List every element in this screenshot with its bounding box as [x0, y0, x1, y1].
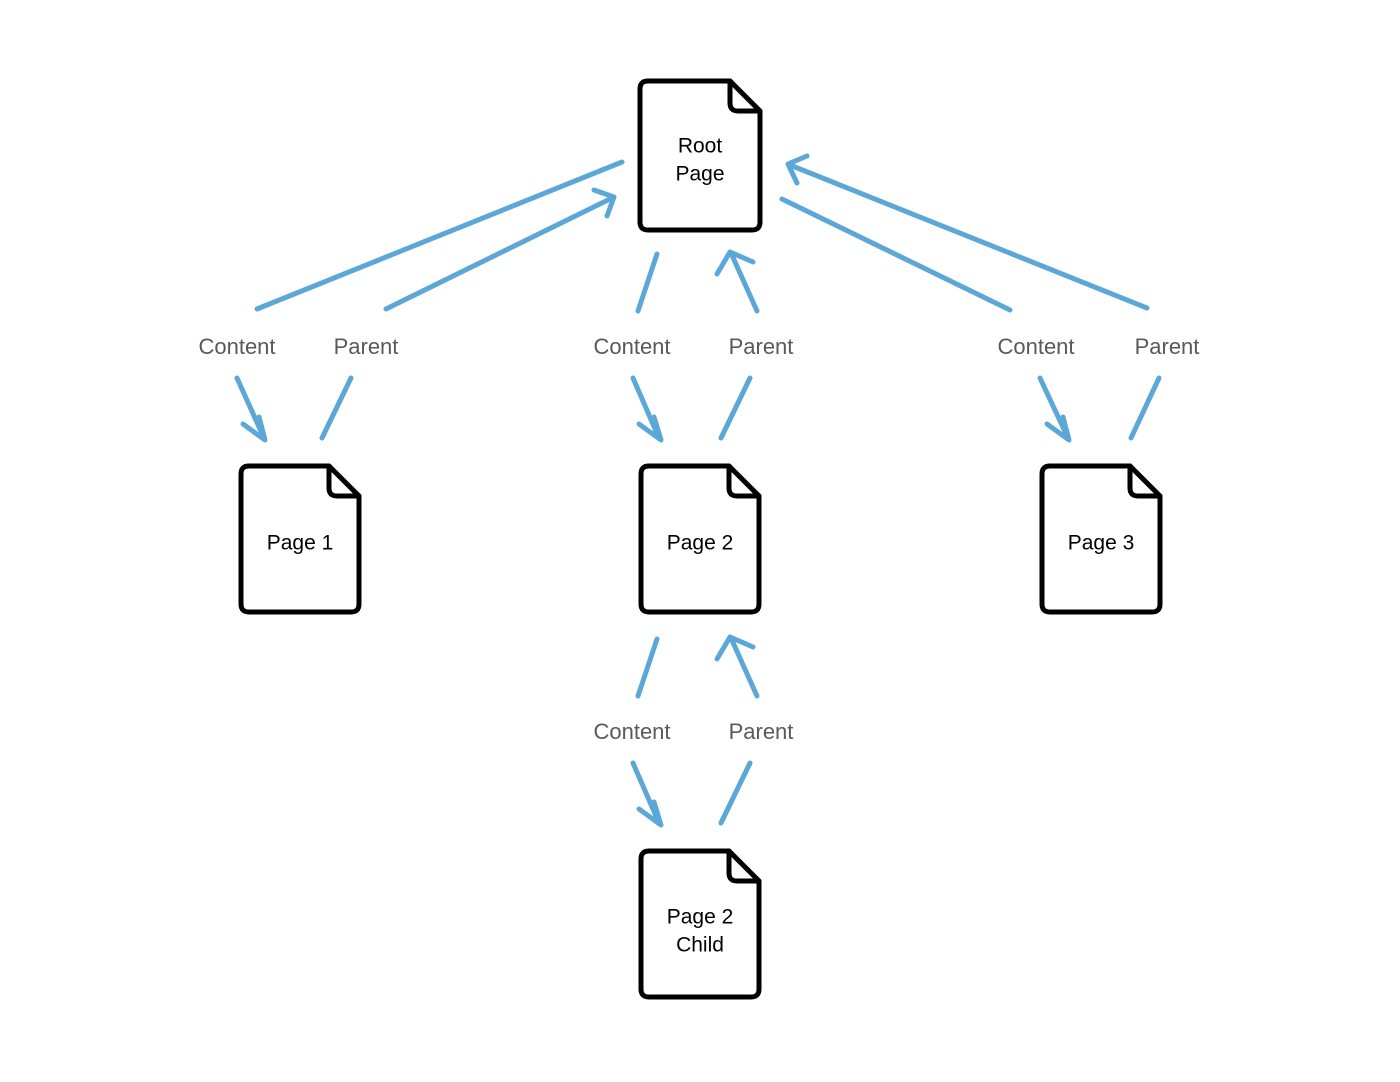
- node-label-page-2-child-line2: Child: [676, 934, 724, 957]
- node-label-page-2: Page 2: [667, 532, 734, 555]
- node-page-2-child[interactable]: Page 2 Child: [638, 848, 762, 1000]
- edge-line-page1-root-parent-lower: [319, 375, 354, 441]
- document-page-icon: [638, 848, 762, 1000]
- node-page-2[interactable]: Page 2: [638, 463, 762, 615]
- page-fold-icon: [326, 463, 362, 499]
- node-label-root-page-line1: Root: [678, 135, 723, 158]
- node-label-page-1: Page 1: [267, 532, 334, 555]
- edge-root-page2-content: [630, 251, 664, 443]
- edge-line-root-page3-content-upper: [779, 196, 1013, 313]
- edge-line-child-page2-parent-lower: [718, 760, 753, 826]
- page-fold-icon: [726, 848, 762, 884]
- document-page-icon: [638, 463, 762, 615]
- node-root-page[interactable]: Root Page: [637, 78, 763, 233]
- edge-label-root-page1-content: Content: [198, 334, 275, 359]
- edge-page1-root-parent: [319, 187, 617, 441]
- arrowhead-content-page3: [1044, 414, 1072, 443]
- edge-label-root-page3-content: Content: [997, 334, 1074, 359]
- node-label-root-page-line2: Page: [675, 163, 724, 186]
- edge-line-page3-root-parent-lower: [1128, 375, 1162, 441]
- edge-line-page2-child-content-lower: [630, 760, 662, 826]
- edge-label-page2-child-content: Content: [593, 719, 670, 744]
- edge-line-root-page2-content-upper: [635, 251, 660, 314]
- document-page-icon: [1039, 463, 1163, 615]
- page-fold-icon: [727, 78, 763, 114]
- edge-label-root-page2-content: Content: [593, 334, 670, 359]
- arrowhead-content-page1: [240, 414, 268, 443]
- edge-label-page2-root-parent: Parent: [729, 334, 794, 359]
- edge-page2-child-content: [630, 636, 664, 828]
- arrowhead-parent-root-from-page1: [591, 187, 617, 219]
- edge-line-page2-root-parent-lower: [718, 375, 753, 441]
- edge-label-page3-root-parent: Parent: [1135, 334, 1200, 359]
- edge-line-page3-root-parent-upper: [787, 162, 1150, 311]
- arrowhead-parent-root-from-page3: [785, 153, 810, 186]
- edge-line-root-page2-content-lower: [630, 375, 662, 441]
- document-page-icon: [637, 78, 763, 233]
- edge-line-child-page2-parent-upper: [728, 635, 760, 699]
- edge-child-page2-parent: [714, 634, 760, 826]
- page-fold-icon: [726, 463, 762, 499]
- node-page-1[interactable]: Page 1: [238, 463, 362, 615]
- node-label-page-2-child-line1: Page 2: [667, 906, 734, 929]
- edge-root-page3-content: [779, 196, 1072, 443]
- edge-root-page1-content: [234, 159, 625, 443]
- edge-line-root-page1-content-upper: [254, 159, 625, 312]
- arrowhead-content-page2: [636, 414, 664, 443]
- arrowhead-parent-page2-from-child: [714, 634, 756, 662]
- edge-label-child-page2-parent: Parent: [729, 719, 794, 744]
- edge-line-page2-root-parent-upper: [728, 250, 760, 314]
- edge-page3-root-parent: [785, 153, 1162, 441]
- document-page-icon: [238, 463, 362, 615]
- edge-label-page1-root-parent: Parent: [334, 334, 399, 359]
- edge-line-page2-child-content-upper: [635, 636, 660, 699]
- node-page-3[interactable]: Page 3: [1039, 463, 1163, 615]
- node-label-page-3: Page 3: [1068, 532, 1135, 555]
- arrowhead-parent-root-from-page2: [714, 249, 756, 277]
- page-fold-icon: [1127, 463, 1163, 499]
- edge-page2-root-parent: [714, 249, 760, 441]
- arrowhead-content-page2child: [636, 799, 664, 828]
- edge-line-page1-root-parent-upper: [383, 195, 615, 312]
